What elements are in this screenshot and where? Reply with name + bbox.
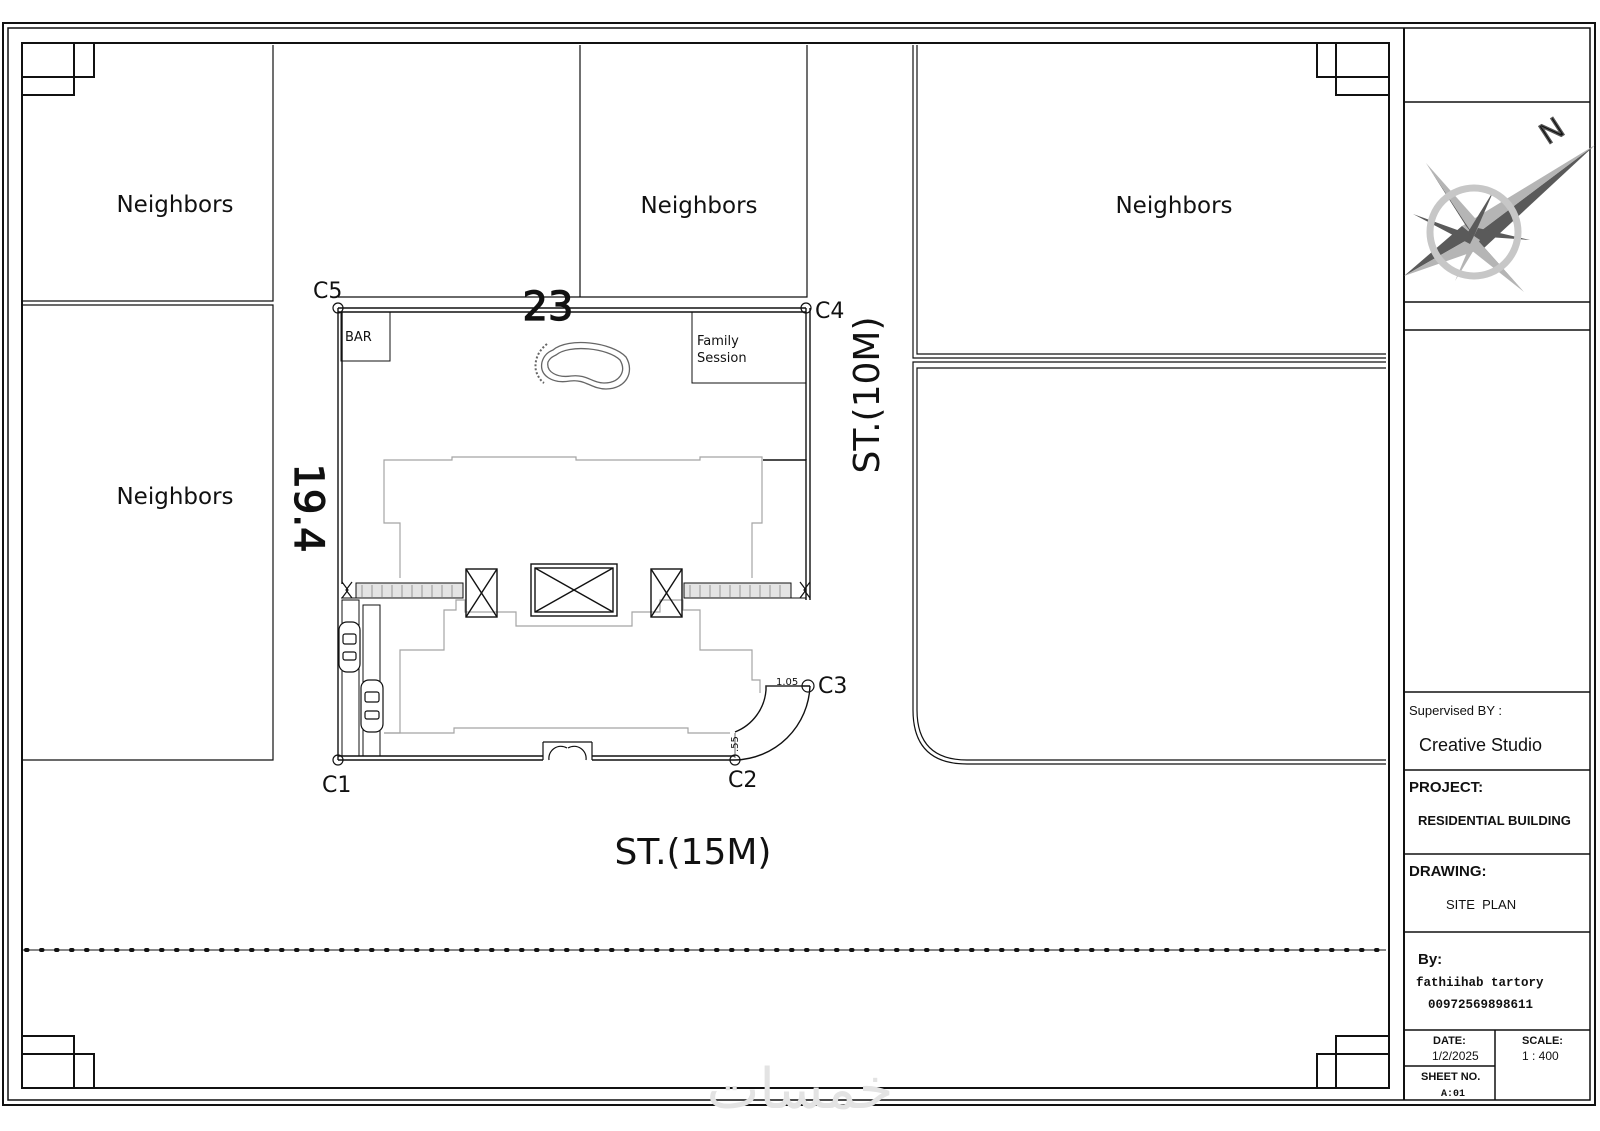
dimension-left-label: 19.4 bbox=[285, 463, 331, 552]
neighbor-label-top-left: Neighbors bbox=[116, 192, 233, 218]
building-footprint bbox=[383, 456, 763, 734]
building-cores bbox=[465, 563, 683, 618]
supervised-by-label: Supervised BY : bbox=[1409, 703, 1502, 718]
neighbor-label-left: Neighbors bbox=[116, 484, 233, 510]
neighbor-label-top-middle: Neighbors bbox=[640, 193, 757, 219]
title-block-grid bbox=[1404, 101, 1590, 1100]
family-session-label-line2: Session bbox=[697, 351, 747, 366]
wall-hatch bbox=[361, 585, 781, 597]
sheet-number-label: SHEET NO. bbox=[1421, 1071, 1480, 1083]
author-phone: 00972569898611 bbox=[1428, 998, 1533, 1012]
neighbor-label-top-right: Neighbors bbox=[1115, 193, 1232, 219]
side-gates bbox=[341, 581, 811, 599]
bar-room bbox=[340, 311, 391, 362]
street-east-label: ST.(10M) bbox=[847, 317, 888, 474]
drawing-label: DRAWING: bbox=[1409, 863, 1487, 880]
boundary-walls bbox=[341, 582, 806, 599]
date-value: 1/2/2025 bbox=[1432, 1049, 1479, 1063]
family-session-room bbox=[691, 311, 807, 384]
drawing-frame bbox=[21, 42, 1390, 1089]
family-session-label-line1: Family bbox=[697, 334, 739, 349]
inner-border bbox=[7, 27, 1591, 1101]
project-value: RESIDENTIAL BUILDING bbox=[1418, 813, 1571, 828]
corner-c1-label: C1 bbox=[322, 773, 351, 798]
compass-north-letter: N bbox=[1534, 111, 1570, 150]
author-name: fathiihab tartory bbox=[1416, 976, 1544, 990]
neighbor-parcels bbox=[22, 45, 1386, 765]
bar-room-label: BAR bbox=[345, 330, 372, 345]
dimension-top-label: 23 bbox=[523, 284, 574, 330]
car-1 bbox=[338, 621, 361, 673]
dim-label-v: .55 bbox=[730, 736, 741, 752]
sheet-number-value: A:01 bbox=[1441, 1089, 1465, 1100]
car-2 bbox=[360, 679, 384, 733]
supervised-by-value: Creative Studio bbox=[1419, 735, 1542, 755]
by-label: By: bbox=[1418, 951, 1442, 968]
corner-c4-label: C4 bbox=[815, 299, 844, 324]
corner-markers bbox=[332, 302, 815, 766]
scale-value: 1 : 400 bbox=[1522, 1049, 1559, 1063]
outer-border bbox=[2, 22, 1596, 1106]
corner-c2-label: C2 bbox=[728, 768, 757, 793]
street-south-label: ST.(15M) bbox=[615, 832, 772, 873]
corner-c3-label: C3 bbox=[818, 674, 847, 699]
date-label: DATE: bbox=[1433, 1035, 1466, 1047]
watermark: خمسات bbox=[707, 1057, 894, 1122]
drawing-value: SITE PLAN bbox=[1446, 897, 1516, 912]
corner-c5-label: C5 bbox=[313, 279, 342, 304]
project-label: PROJECT: bbox=[1409, 779, 1483, 796]
scale-label: SCALE: bbox=[1522, 1035, 1563, 1047]
dim-label-h: 1.05 bbox=[776, 677, 798, 688]
swimming-pool bbox=[534, 341, 631, 390]
main-gate bbox=[542, 741, 593, 761]
parking-lanes bbox=[341, 599, 381, 757]
north-arrow-compass: N bbox=[1404, 111, 1595, 292]
